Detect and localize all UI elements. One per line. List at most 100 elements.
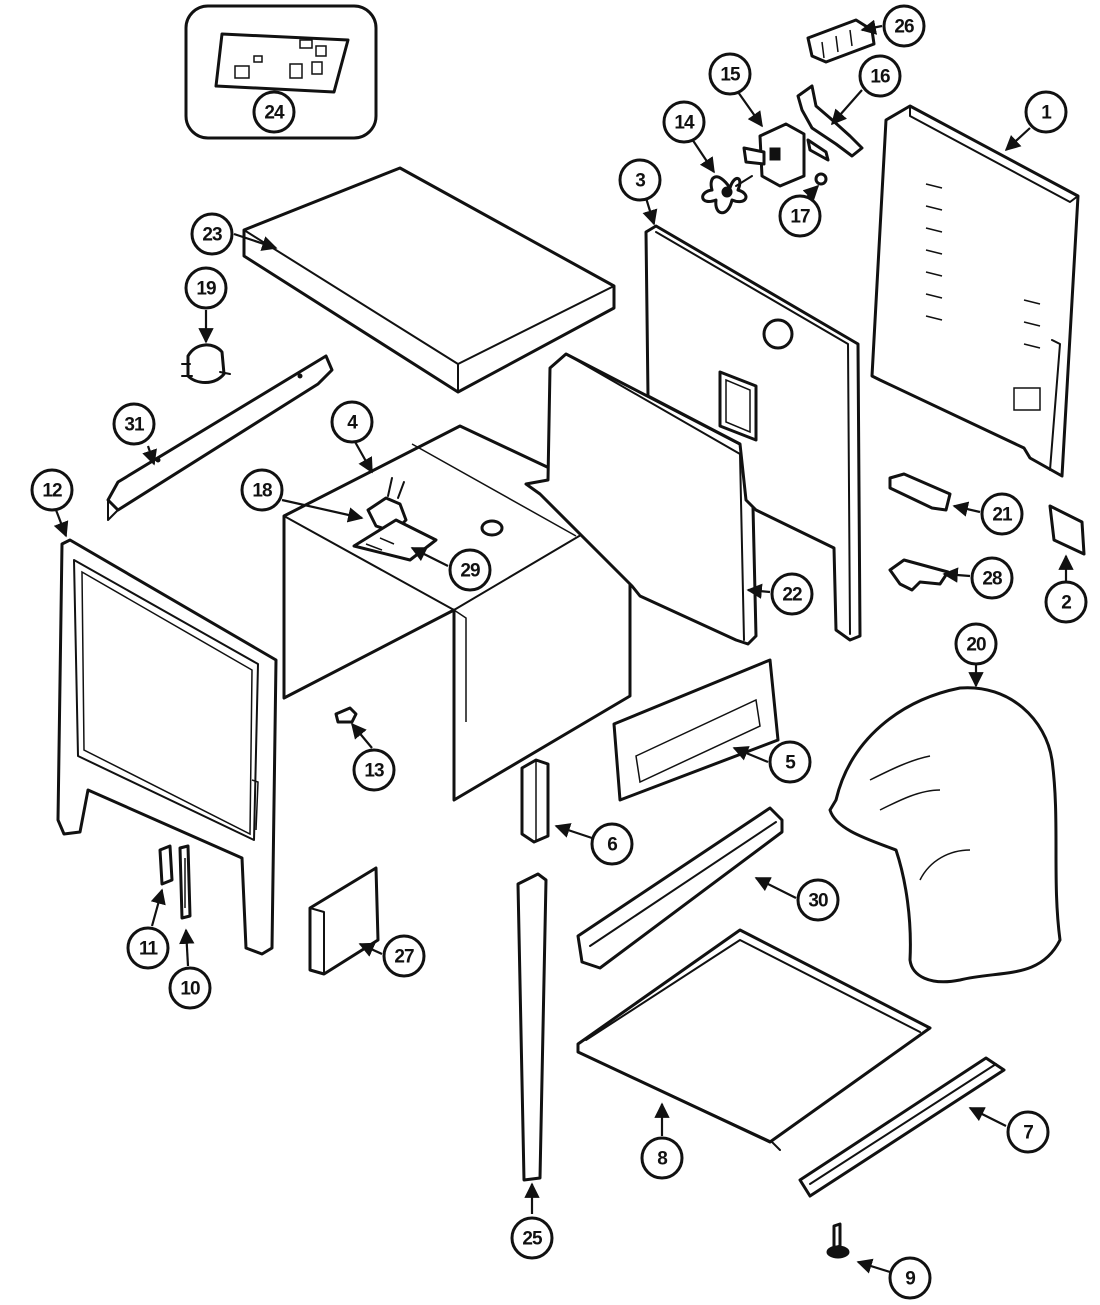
callout-label: 5: [785, 753, 796, 774]
callout-27: 27: [382, 934, 426, 978]
callout-label: 16: [870, 67, 890, 88]
leader-lines: [53, 19, 1074, 1274]
callout-label: 24: [264, 103, 285, 124]
callout-23: 23: [190, 212, 234, 256]
callout-label: 18: [252, 481, 272, 502]
callout-label: 25: [522, 1229, 543, 1250]
callout-17: 17: [778, 194, 822, 238]
callout-circle: [352, 748, 396, 792]
callout-label: 12: [42, 481, 62, 502]
callout-9: 9: [888, 1256, 932, 1300]
part-17-screw: [814, 172, 828, 186]
callout-circle: [190, 212, 234, 256]
part-1-rear-panel: [870, 104, 1080, 478]
callout-circle: [980, 492, 1024, 536]
callout-label: 10: [180, 979, 200, 1000]
callout-circle: [330, 400, 374, 444]
callout-label: 15: [720, 65, 741, 86]
callout-circle: [1024, 90, 1068, 134]
callout-label: 30: [808, 891, 828, 912]
callout-label: 14: [674, 113, 695, 134]
callout-7: 7: [1006, 1110, 1050, 1154]
part-16-bracket: [796, 84, 864, 162]
callout-label: 6: [607, 835, 617, 856]
callout-24: 24: [252, 90, 296, 134]
callout-label: 4: [347, 413, 358, 434]
callout-circle: [184, 266, 228, 310]
callout-circle: [382, 934, 426, 978]
callout-28: 28: [970, 556, 1014, 600]
callout-22: 22: [770, 572, 814, 616]
part-2-cover-plate: [1048, 504, 1086, 556]
callout-25: 25: [510, 1216, 554, 1260]
part-30-rail-channel: [576, 806, 784, 970]
callout-20: 20: [954, 622, 998, 666]
part-8-bottom-tray: [576, 928, 932, 1151]
callout-circle: [796, 878, 840, 922]
callout-12: 12: [30, 468, 74, 512]
callout-31: 31: [112, 402, 156, 446]
callout-circle: [240, 468, 284, 512]
callout-30: 30: [796, 878, 840, 922]
callout-label: 7: [1023, 1123, 1033, 1144]
callout-circle: [970, 556, 1014, 600]
callout-circle: [168, 966, 212, 1010]
callout-label: 31: [124, 415, 145, 436]
part-9-leveling-leg: [826, 1222, 850, 1259]
callout-label: 27: [394, 947, 414, 968]
part-28-clip: [888, 558, 950, 592]
part-19-sensor: [181, 343, 231, 384]
part-25-long-strip: [516, 872, 548, 1182]
callout-circle: [618, 158, 662, 202]
callout-circle: [590, 822, 634, 866]
callout-circle: [708, 52, 752, 96]
part-3-side-panel: [644, 224, 862, 642]
callout-2: 2: [1044, 580, 1088, 624]
part-6-channel: [520, 758, 550, 844]
callout-14: 14: [662, 100, 706, 144]
callout-label: 28: [982, 569, 1002, 590]
part-12-front-frame: [56, 538, 278, 956]
callout-11: 11: [126, 926, 170, 970]
callout-circle: [510, 1216, 554, 1260]
callout-label: 22: [782, 585, 802, 606]
callout-circle: [770, 572, 814, 616]
callout-label: 17: [790, 207, 810, 228]
callout-10: 10: [168, 966, 212, 1010]
callout-circle: [112, 402, 156, 446]
callout-circle: [882, 4, 926, 48]
part-31-rail: [106, 354, 334, 521]
part-20-insulation-bag: [828, 686, 1062, 984]
part-26-terminal-block: [806, 18, 876, 64]
callout-label: 29: [460, 561, 480, 582]
callout-circle: [126, 926, 170, 970]
callout-label: 26: [894, 17, 914, 38]
callout-circle: [888, 1256, 932, 1300]
part-7-front-rail: [798, 1056, 1006, 1198]
callout-15: 15: [708, 52, 752, 96]
part-11-small-bracket: [158, 844, 174, 886]
callout-circle: [858, 54, 902, 98]
callout-18: 18: [240, 468, 284, 512]
callout-4: 4: [330, 400, 374, 444]
callout-label: 19: [196, 279, 216, 300]
callout-circle: [778, 194, 822, 238]
part-5-vent-panel: [612, 658, 780, 802]
part-13-pin: [334, 706, 358, 724]
callout-3: 3: [618, 158, 662, 202]
callout-8: 8: [640, 1136, 684, 1180]
callout-19: 19: [184, 266, 228, 310]
callout-label: 3: [635, 171, 645, 192]
part-27-side-bracket: [308, 866, 380, 976]
callout-circle: [1044, 580, 1088, 624]
callout-5: 5: [768, 740, 812, 784]
part-10-hinge-strip: [178, 844, 192, 920]
callout-circle: [448, 548, 492, 592]
callout-1: 1: [1024, 90, 1068, 134]
part-24-control-board: [184, 4, 378, 140]
callout-circle: [1006, 1110, 1050, 1154]
callout-label: 11: [139, 939, 159, 960]
callout-label: 8: [657, 1149, 667, 1170]
